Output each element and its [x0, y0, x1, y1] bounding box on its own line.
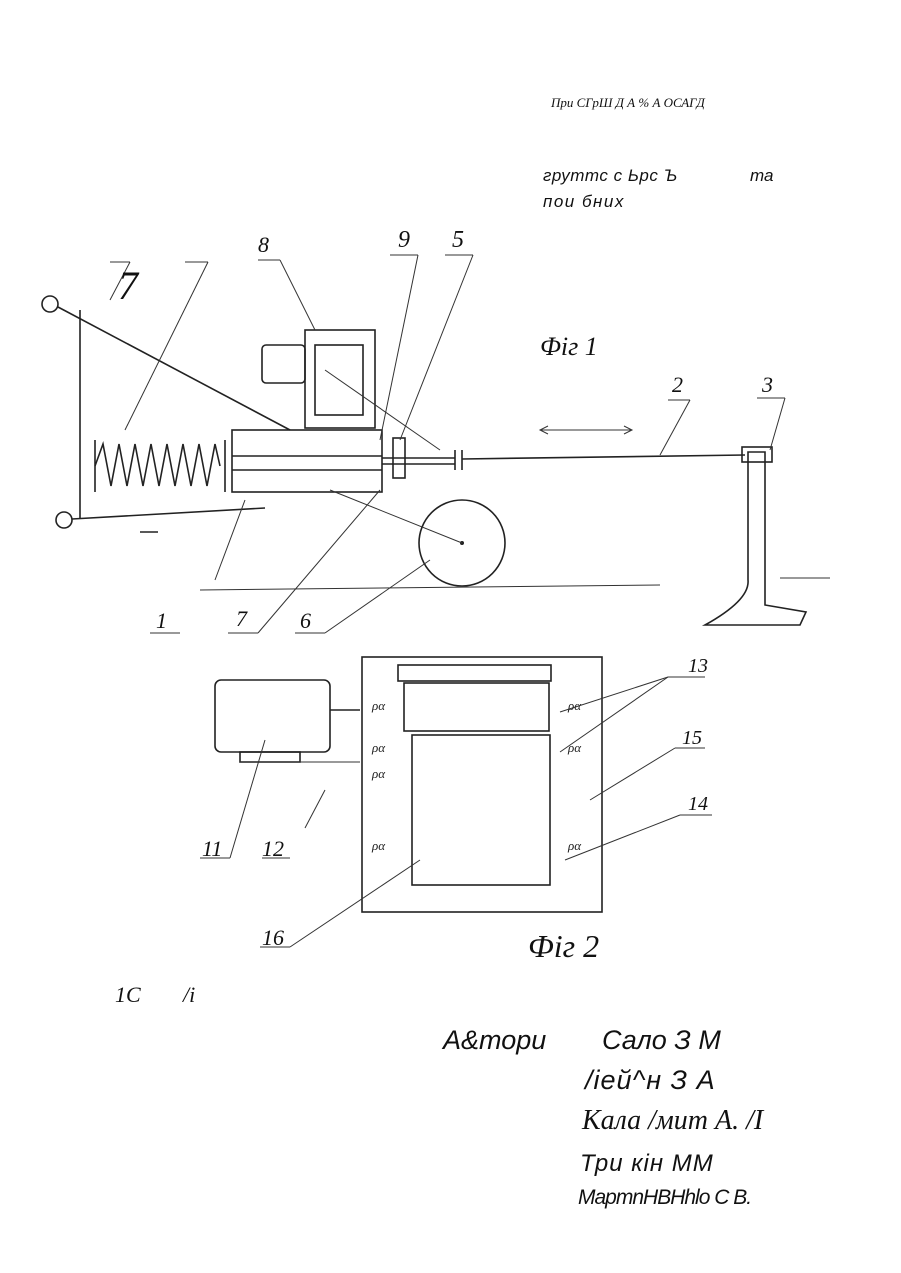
author-1: Сало З М: [602, 1025, 721, 1056]
author-2: /iей^н З А: [585, 1065, 716, 1096]
svg-text:ρα: ρα: [371, 766, 386, 781]
fig1-caption: Фiг 1: [540, 332, 598, 362]
author-4: Три кін ММ: [580, 1150, 714, 1178]
label-14: 14: [688, 793, 708, 816]
authors-label: А&тори: [443, 1025, 546, 1056]
label-7: 7: [236, 606, 247, 632]
label-7-top: 7: [118, 262, 138, 309]
label-8: 8: [258, 232, 269, 258]
pivot-top: [42, 296, 58, 312]
footer-left-b: /i: [183, 982, 195, 1008]
motor: [262, 345, 305, 383]
label-12: 12: [262, 836, 284, 862]
label-3: 3: [762, 372, 773, 398]
label-5: 5: [452, 227, 464, 254]
figure-2-drawing: ρα ρα ρα ρα ρα ρα ρα: [200, 657, 712, 947]
upper-block: [404, 683, 549, 731]
svg-text:ρα: ρα: [371, 838, 386, 853]
label-6: 6: [300, 608, 311, 634]
spring: [95, 444, 220, 486]
svg-text:ρα: ρα: [567, 838, 582, 853]
label-16: 16: [262, 925, 284, 951]
cylinder-body: [232, 430, 382, 492]
svg-text:ρα: ρα: [371, 740, 386, 755]
frame-outer: [362, 657, 602, 912]
label-2: 2: [672, 372, 683, 398]
pivot-bottom: [56, 512, 72, 528]
label-13: 13: [688, 655, 708, 678]
footer-left-a: 1С: [115, 982, 141, 1008]
figure-1-drawing: [42, 255, 830, 633]
fig2-caption: Фiг 2: [528, 928, 599, 965]
label-11: 11: [202, 836, 222, 862]
plough-share: [705, 452, 806, 625]
author-3: Кала /мит А. /І: [582, 1105, 763, 1137]
author-5: MapmnНВНhlo С В.: [578, 1186, 751, 1210]
lower-block: [412, 735, 550, 885]
label-9: 9: [398, 227, 410, 254]
label-1: 1: [156, 608, 167, 634]
electric-motor: [215, 680, 330, 752]
svg-text:ρα: ρα: [371, 698, 386, 713]
label-15: 15: [682, 727, 702, 750]
